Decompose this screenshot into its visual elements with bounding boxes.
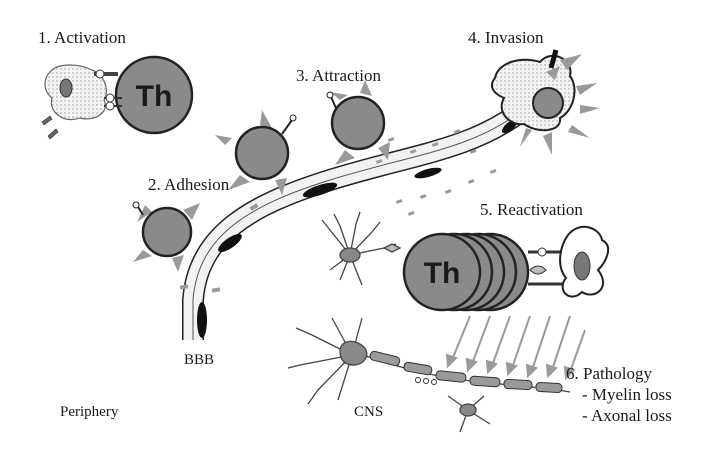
pathology-axonal-loss: - Axonal loss: [582, 406, 672, 425]
debris-dots: [415, 377, 437, 385]
reactivation-group: Th: [402, 225, 610, 312]
bbb-label: BBB: [184, 352, 215, 368]
activation-group: Th: [41, 55, 194, 140]
step-adhesion: 2. Adhesion: [148, 175, 230, 194]
step-invasion: 4. Invasion: [468, 28, 544, 47]
cns-label: CNS: [354, 404, 384, 420]
vessel-blood-cell: [197, 302, 207, 338]
adhesion-cell: [132, 201, 200, 272]
pathology-myelin-loss: - Myelin loss: [582, 385, 672, 404]
step-attraction: 3. Attraction: [296, 66, 381, 85]
vessel-blood-cell: [218, 233, 242, 253]
antigen-presenting-cell: [44, 64, 107, 121]
myelin-sheaths: [369, 350, 563, 393]
apc-nucleus: [59, 78, 73, 98]
invasion-group: [490, 49, 600, 155]
th-cell-label: Th: [424, 257, 461, 290]
vessel-blood-cell: [302, 182, 338, 198]
step-reactivation: 5. Reactivation: [480, 200, 583, 219]
tcr-receptor: [94, 72, 118, 76]
chemokine-particles: [179, 129, 497, 293]
blood-vessel: [182, 103, 527, 340]
th-cell: [114, 55, 194, 135]
step-activation: 1. Activation: [38, 28, 126, 47]
pathology-arrows: [445, 315, 586, 381]
th-cell-label: Th: [136, 80, 173, 113]
attraction-cell: [326, 80, 390, 165]
periphery-label: Periphery: [60, 404, 119, 420]
invading-t-cell: [532, 87, 564, 119]
vessel-blood-cell: [414, 167, 442, 179]
antigen-fragments: [41, 115, 59, 140]
rolling-cell: [215, 110, 297, 195]
step-pathology: 6. Pathology: [566, 364, 652, 383]
